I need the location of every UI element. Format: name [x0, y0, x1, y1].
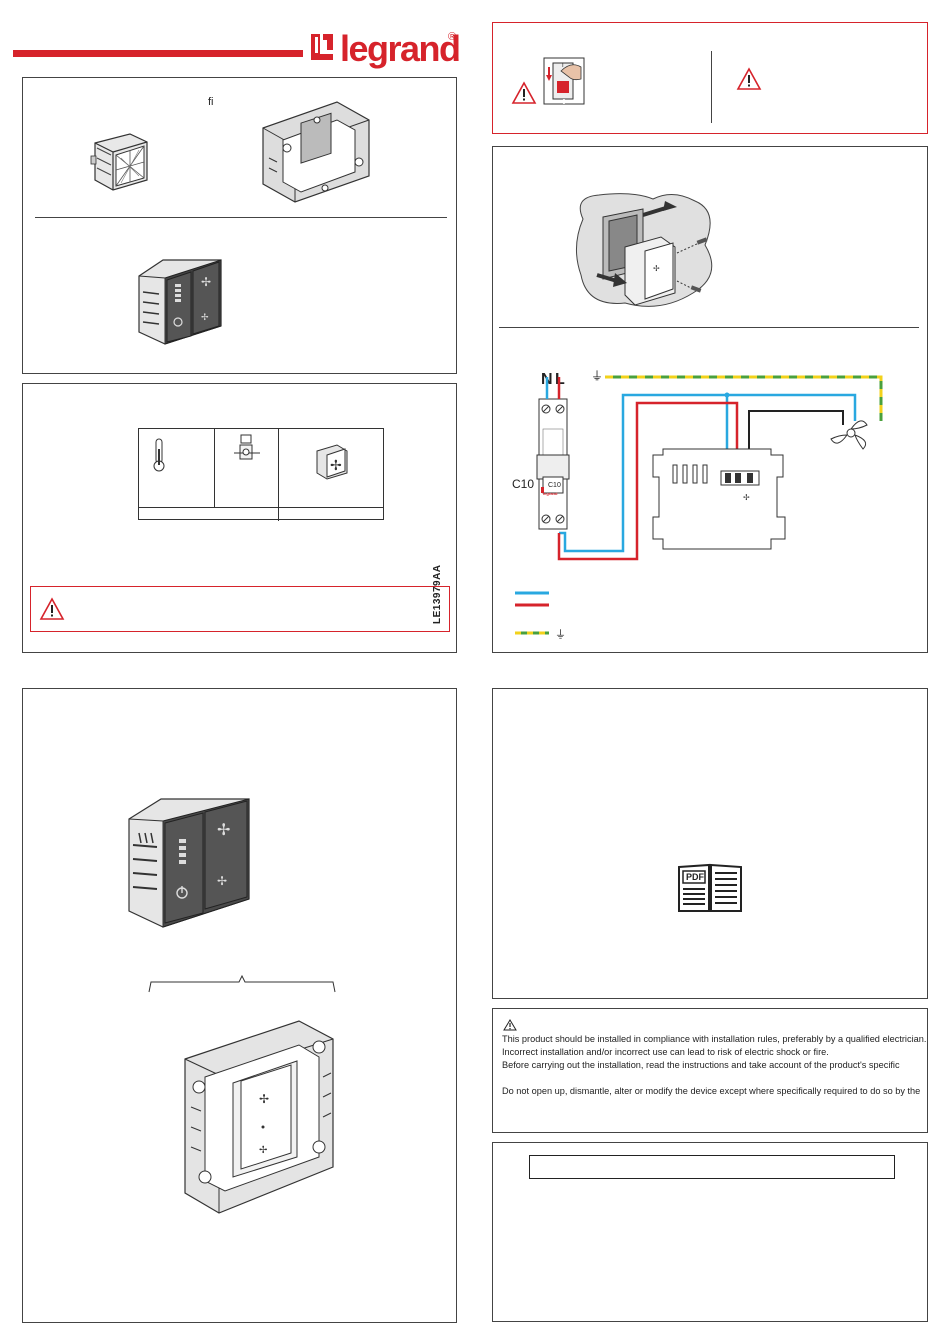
svg-text:✢: ✢: [259, 1092, 269, 1106]
safety-line-1: This product should be installed in comp…: [502, 1034, 927, 1044]
svg-text:✢: ✢: [217, 874, 227, 888]
warning-icon: [736, 67, 762, 91]
document-code: LE13979AA: [432, 564, 443, 624]
stray-ligature: fi: [208, 96, 214, 108]
assembled-plate-illustration: ✢ ✢: [179, 1017, 339, 1217]
svg-text:✢: ✢: [201, 313, 209, 323]
spec-table: ✢: [138, 428, 384, 521]
device-rear-view: ✢: [652, 448, 786, 550]
pdf-book-icon: PDF: [677, 861, 743, 913]
switch-off-label: 0: [562, 99, 566, 106]
panel-divider: [35, 217, 447, 218]
safety-line-4: Do not open up, dismantle, alter or modi…: [502, 1086, 921, 1096]
legend-earth-symbol: ⏚: [555, 629, 566, 641]
breaker-rating-label: C10: [512, 477, 535, 491]
mounting-plate-illustration: [255, 98, 375, 206]
svg-text:✢: ✢: [330, 458, 342, 474]
assembly-panel: ✢ ✢ ✢ ✢: [22, 688, 457, 1323]
breaker-face-rating: C10: [548, 482, 561, 489]
installation-wiring-panel: ✢ N L C10 ⏚: [492, 146, 928, 653]
svg-text:✢: ✢: [259, 1145, 267, 1156]
fan-control-module-large: ✢ ✢: [119, 789, 269, 929]
notes-panel: [492, 1142, 928, 1322]
brand-wordmark: legrand: [340, 28, 461, 69]
circuit-breaker: [536, 398, 570, 530]
install-divider: [499, 327, 919, 328]
documentation-panel: PDF: [492, 688, 928, 999]
svg-text:✢: ✢: [743, 493, 750, 502]
pdf-label: PDF: [686, 872, 704, 882]
contents-panel: fi: [22, 77, 457, 374]
warning-banner: [30, 586, 450, 632]
header-red-bar: [13, 50, 303, 57]
power-panel-divider: [711, 51, 712, 123]
svg-text:✢: ✢: [653, 264, 660, 273]
fan-module-icon: ✢: [311, 441, 351, 481]
mechanism-cube-illustration: [85, 128, 155, 193]
wall-mount-illustration: ✢: [573, 189, 723, 315]
earth-symbol: ⏚: [591, 369, 604, 383]
safety-line-3: Before carrying out the installation, re…: [502, 1060, 900, 1070]
warning-icon: [39, 597, 65, 621]
warning-icon: [503, 1019, 517, 1031]
thermometer-icon: [151, 437, 167, 473]
fan-control-module-illustration: ✢ ✢: [131, 256, 251, 348]
switch-on-label: I: [562, 63, 564, 69]
svg-text:✢: ✢: [217, 820, 230, 839]
brace: [147, 974, 337, 994]
legrand-logo: legrand ®: [310, 28, 461, 70]
warning-icon: [511, 81, 537, 105]
wiring-diagram: ✢: [493, 337, 929, 637]
operating-conditions-panel: ✢: [22, 383, 457, 653]
breaker-off-illustration: I 0: [543, 57, 587, 107]
screw-terminal-icon: [232, 433, 262, 465]
notes-header-box: [529, 1155, 895, 1179]
svg-text:✢: ✢: [201, 275, 211, 289]
registered-mark: ®: [448, 31, 457, 43]
breaker-brand: legrand: [543, 491, 558, 496]
power-off-panel: I 0: [492, 22, 928, 134]
safety-panel: This product should be installed in comp…: [492, 1008, 928, 1133]
fan-load-symbol: [830, 420, 868, 450]
safety-line-2: Incorrect installation and/or incorrect …: [502, 1047, 829, 1057]
